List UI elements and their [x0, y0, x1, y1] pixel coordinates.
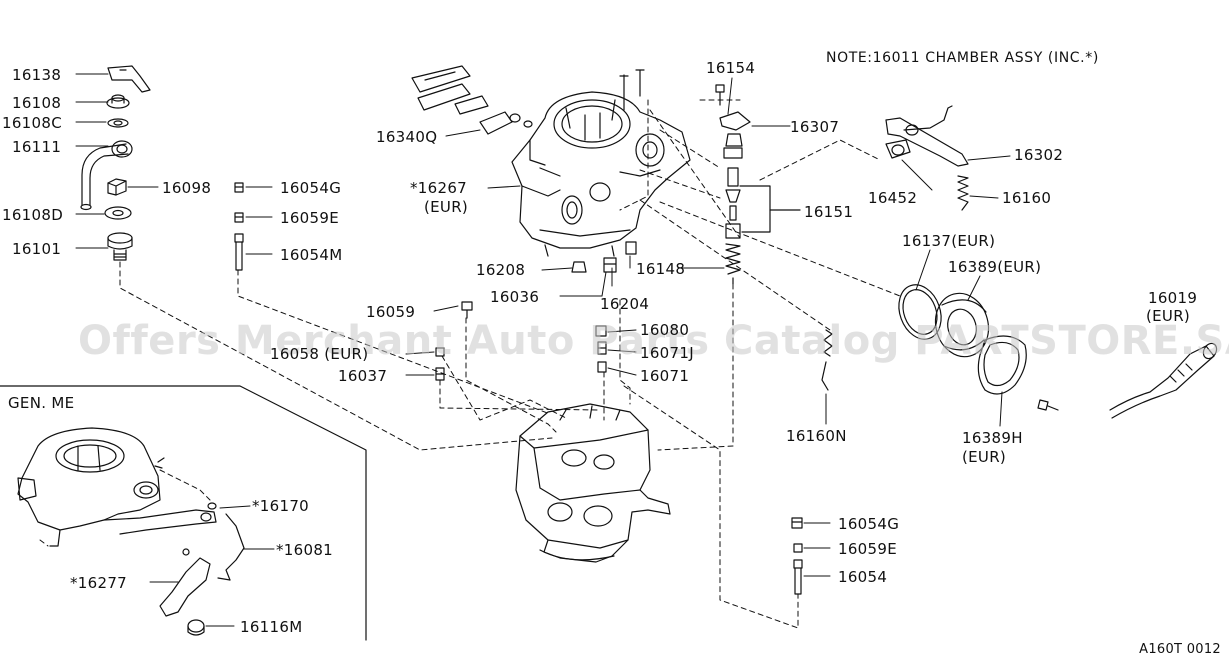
part-label-16154: 16154: [706, 59, 756, 77]
part-16059-screw: [461, 301, 473, 319]
part-16307-plate: [719, 111, 751, 159]
part-label-16054G-top: 16054G: [280, 179, 342, 197]
part-label-16208: 16208: [476, 261, 526, 279]
inset-part-16116M-bushing: [187, 619, 205, 636]
part-label-16389H: 16389H: [962, 429, 1023, 447]
part-16054G-jet-top: [234, 182, 244, 193]
part-label-16037: 16037: [338, 367, 388, 385]
part-label-16111: 16111: [12, 138, 62, 156]
part-label-16138: 16138: [12, 66, 62, 84]
part-label-16137: 16137(EUR): [902, 232, 996, 250]
inset-part-16081-rod: [217, 513, 245, 581]
part-16080-jet: [595, 325, 607, 337]
part-label-16080: 16080: [640, 321, 690, 339]
part-label-16108C: 16108C: [2, 114, 62, 132]
part-label-16071J: 16071J: [640, 344, 694, 362]
part-label-16151: 16151: [804, 203, 854, 221]
part-16151-needle-valve: [725, 167, 801, 239]
part-label-16054M: 16054M: [280, 246, 343, 264]
part-16148-spring: [725, 243, 741, 285]
part-label-16059: 16059: [366, 303, 416, 321]
part-label-16108D: 16108D: [2, 206, 64, 224]
part-label-16036: 16036: [490, 288, 540, 306]
part-16137-diaphragm: [898, 284, 942, 340]
part-label-16302: 16302: [1014, 146, 1064, 164]
part-16160-spring: [957, 175, 969, 211]
assembly-dashed-lines: [39, 99, 901, 629]
inset-part-16277-lever: [159, 548, 211, 617]
part-label-16019: 16019: [1148, 289, 1198, 307]
part-label-16340Q: 16340Q: [376, 128, 438, 146]
chamber-assy-body: [511, 69, 691, 257]
part-16389-cover: [934, 292, 990, 358]
part-16059E-jet-bottom: [793, 543, 803, 553]
part-16340Q-link: [411, 65, 533, 135]
part-label-16108: 16108: [12, 94, 62, 112]
part-label-16160: 16160: [1002, 189, 1052, 207]
part-16302-lever: [885, 105, 969, 167]
part-16037-jet: [435, 367, 445, 381]
part-16389H-gasket: [977, 335, 1027, 395]
part-16208-nut: [571, 261, 587, 273]
part-label-16116M: 16116M: [240, 618, 303, 636]
part-label-16054-bottom: 16054: [838, 568, 888, 586]
part-label-16058: 16058 (EUR): [270, 345, 369, 363]
part-label-16059E-top: 16059E: [280, 209, 339, 227]
part-label-16059E-bottom: 16059E: [838, 540, 897, 558]
part-label-16307: 16307: [790, 118, 840, 136]
part-16111-hose: [80, 140, 133, 211]
part-16138-clip: [107, 65, 151, 93]
part-16054G-jet-bottom: [791, 517, 803, 529]
inset-part-16170-clip: [207, 502, 217, 510]
part-16160N-spring: [821, 329, 833, 391]
part-label-16389: 16389(EUR): [948, 258, 1042, 276]
part-screw-16389: [1037, 399, 1059, 411]
inset-linkage: [103, 509, 217, 535]
part-16059E-jet-top: [234, 212, 244, 223]
part-label-16389H-eur: (EUR): [962, 448, 1007, 466]
inset-title: GEN. ME: [8, 394, 75, 412]
chamber-assy-note: NOTE:16011 CHAMBER ASSY (INC.*): [826, 50, 1099, 66]
part-label-16019-eur: (EUR): [1146, 307, 1191, 325]
part-16101-valve: [107, 232, 133, 261]
part-label-16277: *16277: [70, 574, 128, 592]
diagram-code: A160T 0012: [1139, 642, 1221, 657]
part-16204-plug: [625, 241, 637, 255]
part-label-16267-eur: (EUR): [424, 198, 469, 216]
part-16108-washer: [106, 94, 130, 109]
part-16054-jet-bottom: [793, 559, 803, 595]
part-label-16098: 16098: [162, 179, 212, 197]
part-label-16160N: 16160N: [786, 427, 847, 445]
part-16154-screw: [715, 84, 725, 106]
part-16036-gasket: [603, 257, 617, 273]
part-16058-jet: [435, 347, 445, 357]
part-label-16204: 16204: [600, 295, 650, 313]
part-16108D-washer: [104, 206, 132, 220]
part-16071-jet: [597, 361, 607, 373]
part-16098-nut: [107, 178, 127, 196]
leader-lines: [75, 73, 1011, 627]
part-label-16170: *16170: [252, 497, 310, 515]
part-label-16267: *16267: [410, 179, 468, 197]
part-label-16081: *16081: [276, 541, 334, 559]
part-16054M-jet: [234, 233, 244, 271]
carburetor-main-body: [515, 403, 671, 563]
inset-carburetor: [17, 427, 165, 547]
part-16071J-jet: [597, 341, 607, 355]
inset-frame: [0, 385, 367, 641]
part-label-16148: 16148: [636, 260, 686, 278]
part-label-16452: 16452: [868, 189, 918, 207]
part-label-16054G-bottom: 16054G: [838, 515, 900, 533]
part-label-16071: 16071: [640, 367, 690, 385]
part-16108C-washer: [107, 118, 129, 128]
part-16019-cable: [1109, 342, 1218, 419]
part-label-16101: 16101: [12, 240, 62, 258]
